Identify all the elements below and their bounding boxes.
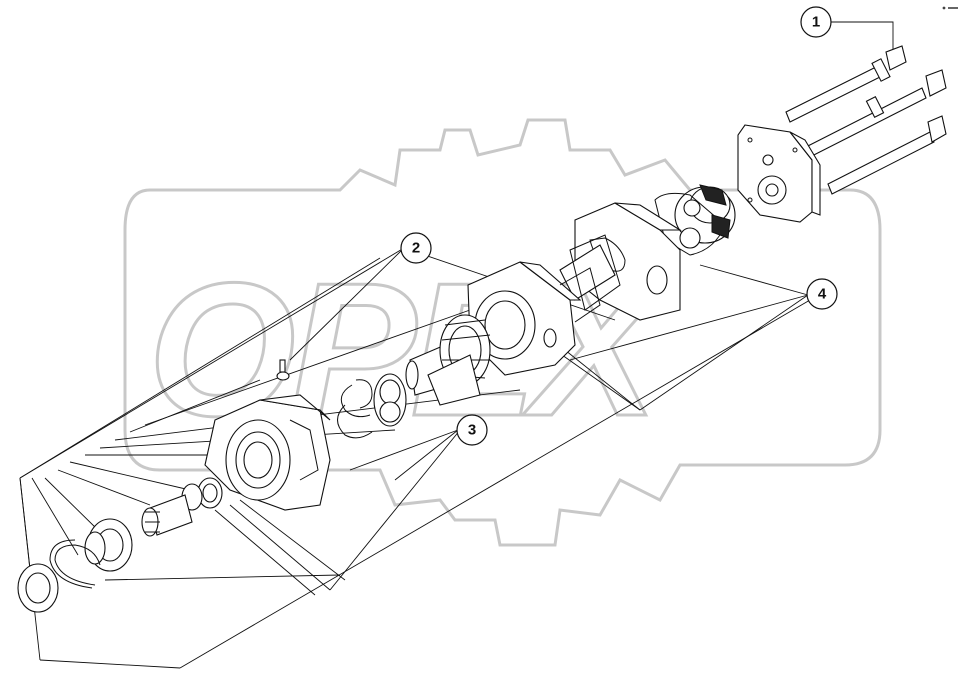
corner-mark [942, 6, 958, 10]
callout-1: 1 [800, 6, 832, 38]
callout-3: 3 [456, 414, 488, 446]
callout-4-label: 4 [818, 286, 827, 303]
watermark-gear-outline [123, 118, 882, 547]
bushing-seal-kit [337, 373, 407, 439]
center-housing [467, 261, 601, 376]
bolt-top [785, 45, 907, 123]
rear-cover [737, 124, 821, 223]
bolt-bottom [827, 115, 947, 195]
drive-gear-shaft [405, 314, 491, 406]
shaft-front-parts [141, 477, 223, 537]
tie-bolts [785, 45, 947, 195]
callout-2-label: 2 [412, 240, 420, 257]
bolt-middle [799, 69, 947, 161]
gear-housing [559, 202, 682, 321]
front-bearing [84, 518, 133, 572]
front-housing [204, 394, 331, 511]
callout-1-label: 1 [812, 14, 820, 31]
washer-pin [276, 359, 290, 381]
rear-gear-set [654, 184, 736, 256]
shaft-seal [17, 563, 59, 613]
callout-3-label: 3 [468, 422, 476, 439]
callout-4: 4 [806, 278, 838, 310]
retaining-ring [49, 539, 101, 589]
callout-2: 2 [400, 232, 432, 264]
